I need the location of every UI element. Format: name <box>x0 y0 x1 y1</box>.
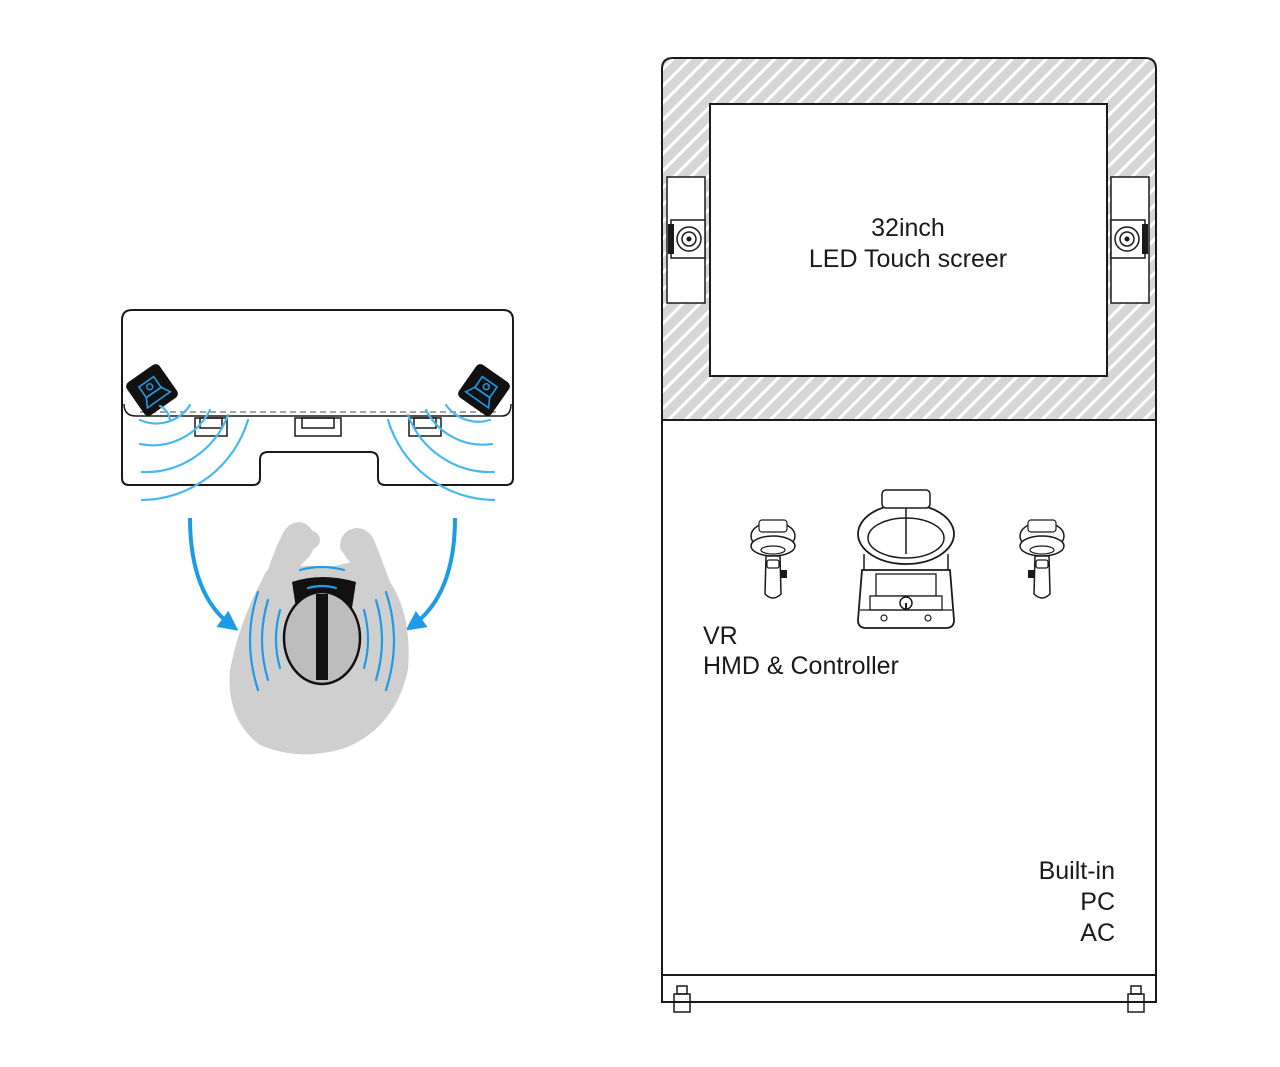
hmd-label-devices: HMD & Controller <box>703 652 899 680</box>
tracking-waves-left <box>138 403 250 502</box>
vr-headset-icon <box>857 489 955 629</box>
base-station-icon <box>126 364 178 416</box>
speaker-icon <box>1110 176 1150 304</box>
screen-label-type: LED Touch screer <box>809 245 1007 273</box>
cabinet-foot <box>1127 985 1145 1013</box>
cabinet-foot <box>673 985 691 1013</box>
top-view-setup <box>121 309 514 755</box>
builtin-label-ac: AC <box>1080 919 1115 947</box>
hmd-label-vr: VR <box>703 622 738 650</box>
base-station-icon <box>458 364 510 416</box>
builtin-label-pc: PC <box>1080 888 1115 916</box>
desk-top-view <box>121 309 514 486</box>
curved-arrow-icon <box>405 517 457 631</box>
touch-screen <box>709 103 1108 377</box>
kiosk-front-view: 32inch LED Touch screer <box>661 57 1157 1013</box>
user-top-view <box>229 522 409 755</box>
curved-arrow-icon <box>188 517 239 631</box>
vr-controller-icon <box>750 519 796 599</box>
vr-controller-icon <box>1019 519 1065 599</box>
builtin-label-title: Built-in <box>1039 857 1115 885</box>
tracking-waves-right <box>386 403 496 502</box>
speaker-icon <box>666 176 706 304</box>
screen-label-size: 32inch <box>871 214 945 242</box>
